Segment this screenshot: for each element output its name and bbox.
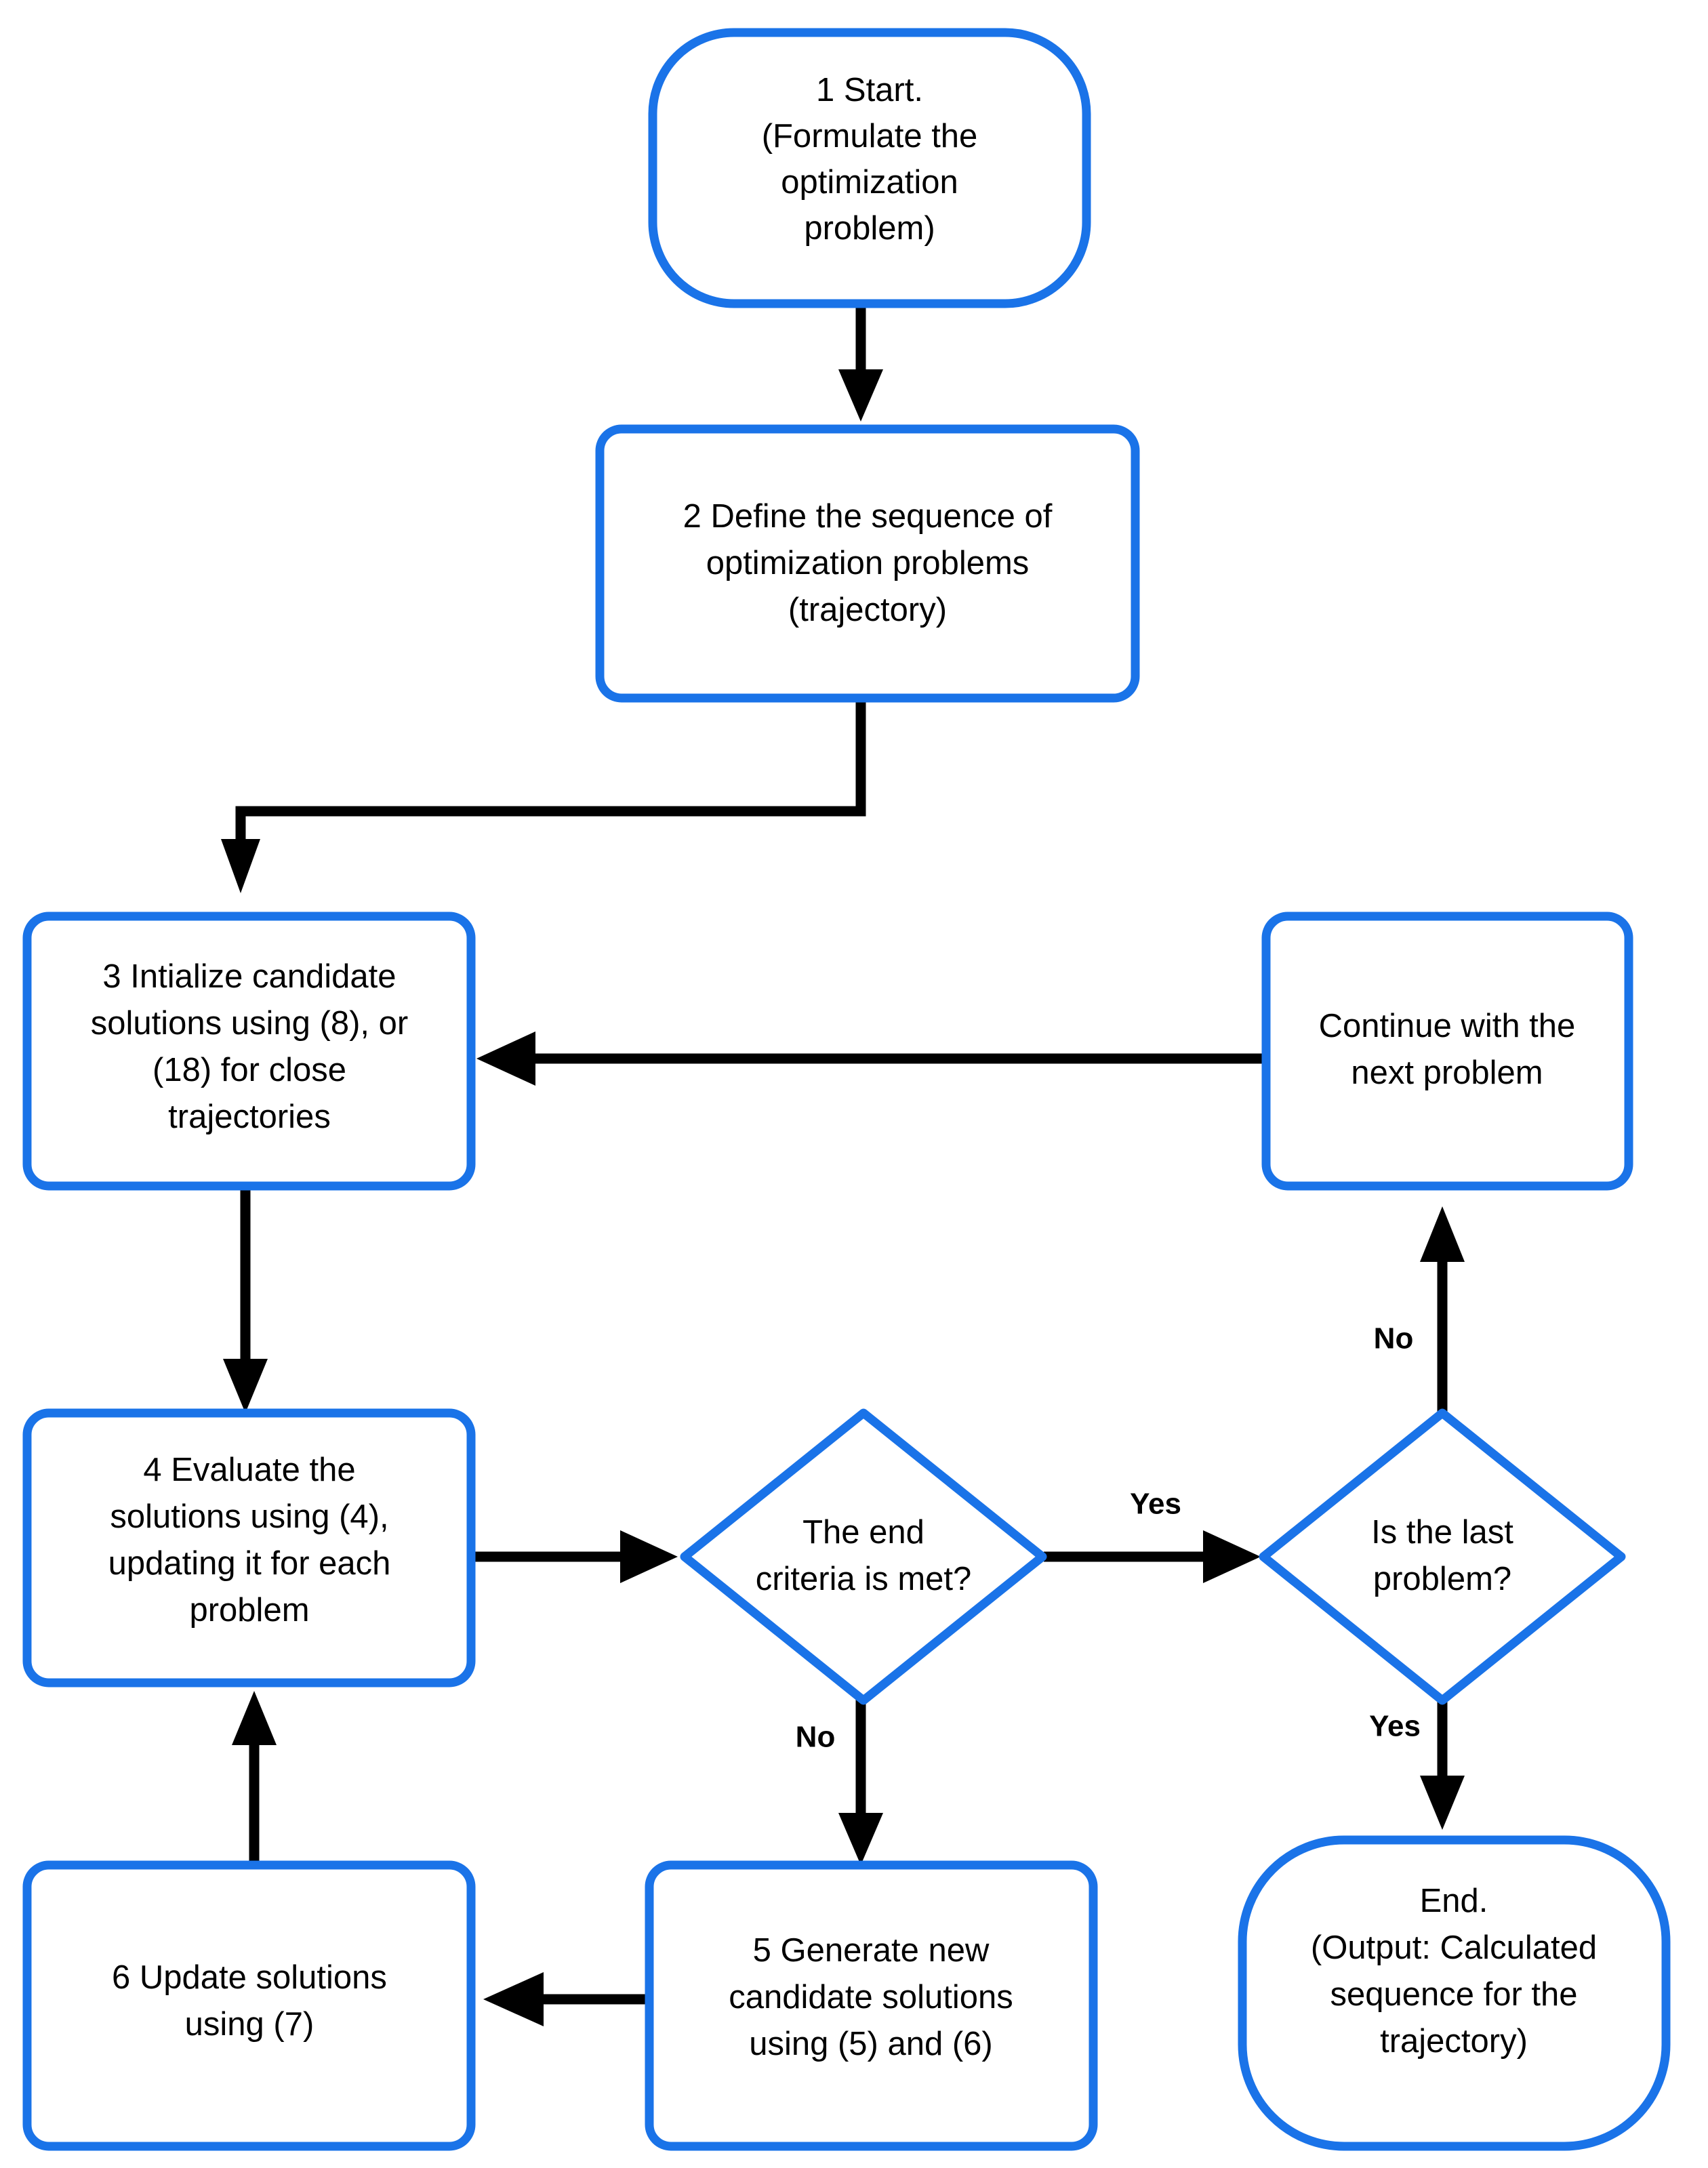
edge-start-to-define: [838, 303, 883, 422]
node-evaluate-line-2: updating it for each: [108, 1545, 391, 1582]
edge-evaluate-to-end-criteria: [474, 1530, 678, 1583]
node-generate-new-shape[interactable]: [645, 1860, 1098, 2151]
node-update-solutions-line-0: 6 Update solutions: [112, 1959, 387, 1996]
node-generate-new-line-1: candidate solutions: [729, 1979, 1013, 2016]
node-end-line-1: (Output: Calculated: [1311, 1929, 1597, 1966]
arrowhead-icon: [223, 1359, 268, 1413]
edge-label-no-last-problem: No: [1374, 1322, 1414, 1355]
edge-initialize-to-evaluate: [223, 1186, 268, 1413]
node-end-shape[interactable]: [1238, 1835, 1671, 2151]
arrowhead-icon: [483, 1972, 544, 2026]
node-start-line-0: 1 Start.: [816, 72, 923, 108]
node-start-shape[interactable]: [648, 28, 1091, 308]
node-start-line-1: (Formulate the: [762, 118, 978, 155]
node-update-solutions[interactable]: 6 Update solutions using (7): [22, 1860, 476, 2151]
arrowhead-icon: [232, 1691, 277, 1745]
node-continue-next-line-1: next problem: [1351, 1055, 1543, 1091]
node-define-sequence-line-0: 2 Define the sequence of: [683, 498, 1053, 535]
edge-line: [235, 698, 866, 861]
arrowhead-icon: [838, 369, 883, 422]
node-initialize[interactable]: 3 Intialize candidate solutions using (8…: [22, 912, 476, 1191]
edge-label-yes-last-problem: Yes: [1369, 1710, 1421, 1743]
node-generate-new-line-2: using (5) and (6): [749, 2026, 993, 2062]
edge-generate-to-update: [483, 1972, 645, 2026]
node-define-sequence-shape[interactable]: [595, 424, 1140, 703]
node-initialize-shape[interactable]: [22, 912, 476, 1191]
node-continue-next-line-0: Continue with the: [1319, 1008, 1576, 1044]
node-end-criteria[interactable]: The end criteria is met?: [680, 1408, 1047, 1705]
node-initialize-line-3: trajectories: [168, 1099, 331, 1135]
edge-continue-to-initialize: [476, 1031, 1262, 1086]
node-start[interactable]: 1 Start. (Formulate the optimization pro…: [648, 28, 1091, 308]
edge-label-yes-end-criteria: Yes: [1130, 1488, 1181, 1521]
node-evaluate-line-1: solutions using (4),: [110, 1498, 388, 1535]
edge-label-no-end-criteria: No: [796, 1721, 836, 1754]
node-end-line-0: End.: [1420, 1883, 1488, 1919]
node-end-criteria-shape[interactable]: [680, 1408, 1047, 1705]
edge-last-problem-no: No: [1374, 1206, 1465, 1416]
node-start-line-3: problem): [804, 210, 935, 247]
node-initialize-line-0: 3 Intialize candidate: [102, 958, 396, 995]
edge-last-problem-yes: Yes: [1369, 1694, 1465, 1830]
node-define-sequence-line-2: (trajectory): [788, 592, 947, 628]
node-define-sequence[interactable]: 2 Define the sequence of optimization pr…: [595, 424, 1140, 703]
node-define-sequence-line-1: optimization problems: [706, 545, 1030, 581]
node-evaluate-line-3: problem: [189, 1592, 309, 1629]
arrowhead-icon: [1420, 1206, 1465, 1262]
arrowhead-icon: [620, 1530, 678, 1583]
node-initialize-line-2: (18) for close: [152, 1052, 346, 1088]
edge-end-criteria-yes: Yes: [1044, 1488, 1261, 1583]
node-end-line-3: trajectory): [1380, 2023, 1528, 2060]
node-update-solutions-shape[interactable]: [22, 1860, 476, 2151]
node-last-problem-line-0: Is the last: [1371, 1514, 1513, 1551]
node-continue-next[interactable]: Continue with the next problem: [1261, 912, 1633, 1191]
node-end-criteria-line-1: criteria is met?: [756, 1561, 972, 1597]
node-generate-new-line-0: 5 Generate new: [753, 1932, 990, 1969]
arrowhead-icon: [1203, 1530, 1261, 1583]
node-end[interactable]: End. (Output: Calculated sequence for th…: [1238, 1835, 1671, 2151]
node-evaluate-shape[interactable]: [22, 1408, 476, 1688]
arrowhead-icon: [476, 1031, 535, 1086]
arrowhead-icon: [1420, 1776, 1465, 1830]
node-evaluate-line-0: 4 Evaluate the: [143, 1452, 355, 1488]
node-end-criteria-line-0: The end: [802, 1514, 924, 1551]
node-initialize-line-1: solutions using (8), or: [91, 1005, 408, 1042]
node-last-problem[interactable]: Is the last problem?: [1259, 1408, 1626, 1705]
node-update-solutions-line-1: using (7): [185, 2006, 314, 2043]
node-last-problem-line-1: problem?: [1373, 1561, 1511, 1597]
node-start-line-2: optimization: [781, 164, 958, 201]
node-last-problem-shape[interactable]: [1259, 1408, 1626, 1705]
node-generate-new[interactable]: 5 Generate new candidate solutions using…: [645, 1860, 1098, 2151]
edge-define-to-initialize: [221, 698, 866, 893]
arrowhead-icon: [221, 839, 260, 893]
node-end-line-2: sequence for the: [1330, 1976, 1577, 2013]
node-continue-next-shape[interactable]: [1261, 912, 1633, 1191]
arrowhead-icon: [838, 1813, 883, 1865]
edge-end-criteria-no: No: [796, 1694, 883, 1865]
node-evaluate[interactable]: 4 Evaluate the solutions using (4), upda…: [22, 1408, 476, 1688]
